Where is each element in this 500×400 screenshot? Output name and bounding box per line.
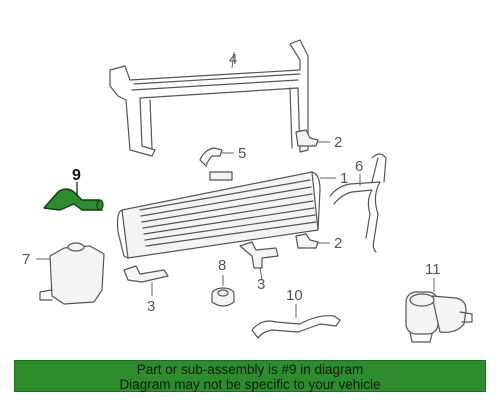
part-11-pump xyxy=(405,291,473,343)
part-7-reservoir xyxy=(39,242,105,305)
part-3-left-bracket xyxy=(123,265,169,283)
notice-line-1: Part or sub-assembly is #9 in diagram xyxy=(136,362,364,377)
part-9-hose xyxy=(43,188,104,211)
part-2-upper-bracket xyxy=(295,129,319,147)
callout-8: 8 xyxy=(218,257,226,274)
part-2-lower-bracket xyxy=(295,233,319,249)
part-8-cap xyxy=(211,287,235,307)
callout-9: 9 xyxy=(72,167,81,184)
part-5-small-hose xyxy=(199,147,223,167)
part-notice-banner: Part or sub-assembly is #9 in diagram Di… xyxy=(14,360,486,392)
notice-line-2: Diagram may not be specific to your vehi… xyxy=(119,377,381,392)
leader-3b xyxy=(259,267,263,281)
callout-5: 5 xyxy=(238,145,246,162)
callout-7: 7 xyxy=(22,251,30,268)
part-1-oil-cooler xyxy=(116,171,321,259)
callout-3b: 3 xyxy=(257,276,265,293)
callout-6: 6 xyxy=(355,158,363,175)
callout-2a: 2 xyxy=(334,134,342,151)
callout-1: 1 xyxy=(340,170,348,187)
part-3-right-bracket xyxy=(239,241,279,269)
part-10-bottom-hose xyxy=(251,315,341,339)
callout-10: 10 xyxy=(286,287,303,304)
leader-4 xyxy=(231,51,235,69)
callout-4: 4 xyxy=(229,51,237,68)
callout-2b: 2 xyxy=(334,235,342,252)
part-6-large-hose xyxy=(329,153,387,253)
callout-3a: 3 xyxy=(147,298,155,315)
part-4-radiator-support xyxy=(109,39,309,157)
callout-11: 11 xyxy=(425,261,441,278)
